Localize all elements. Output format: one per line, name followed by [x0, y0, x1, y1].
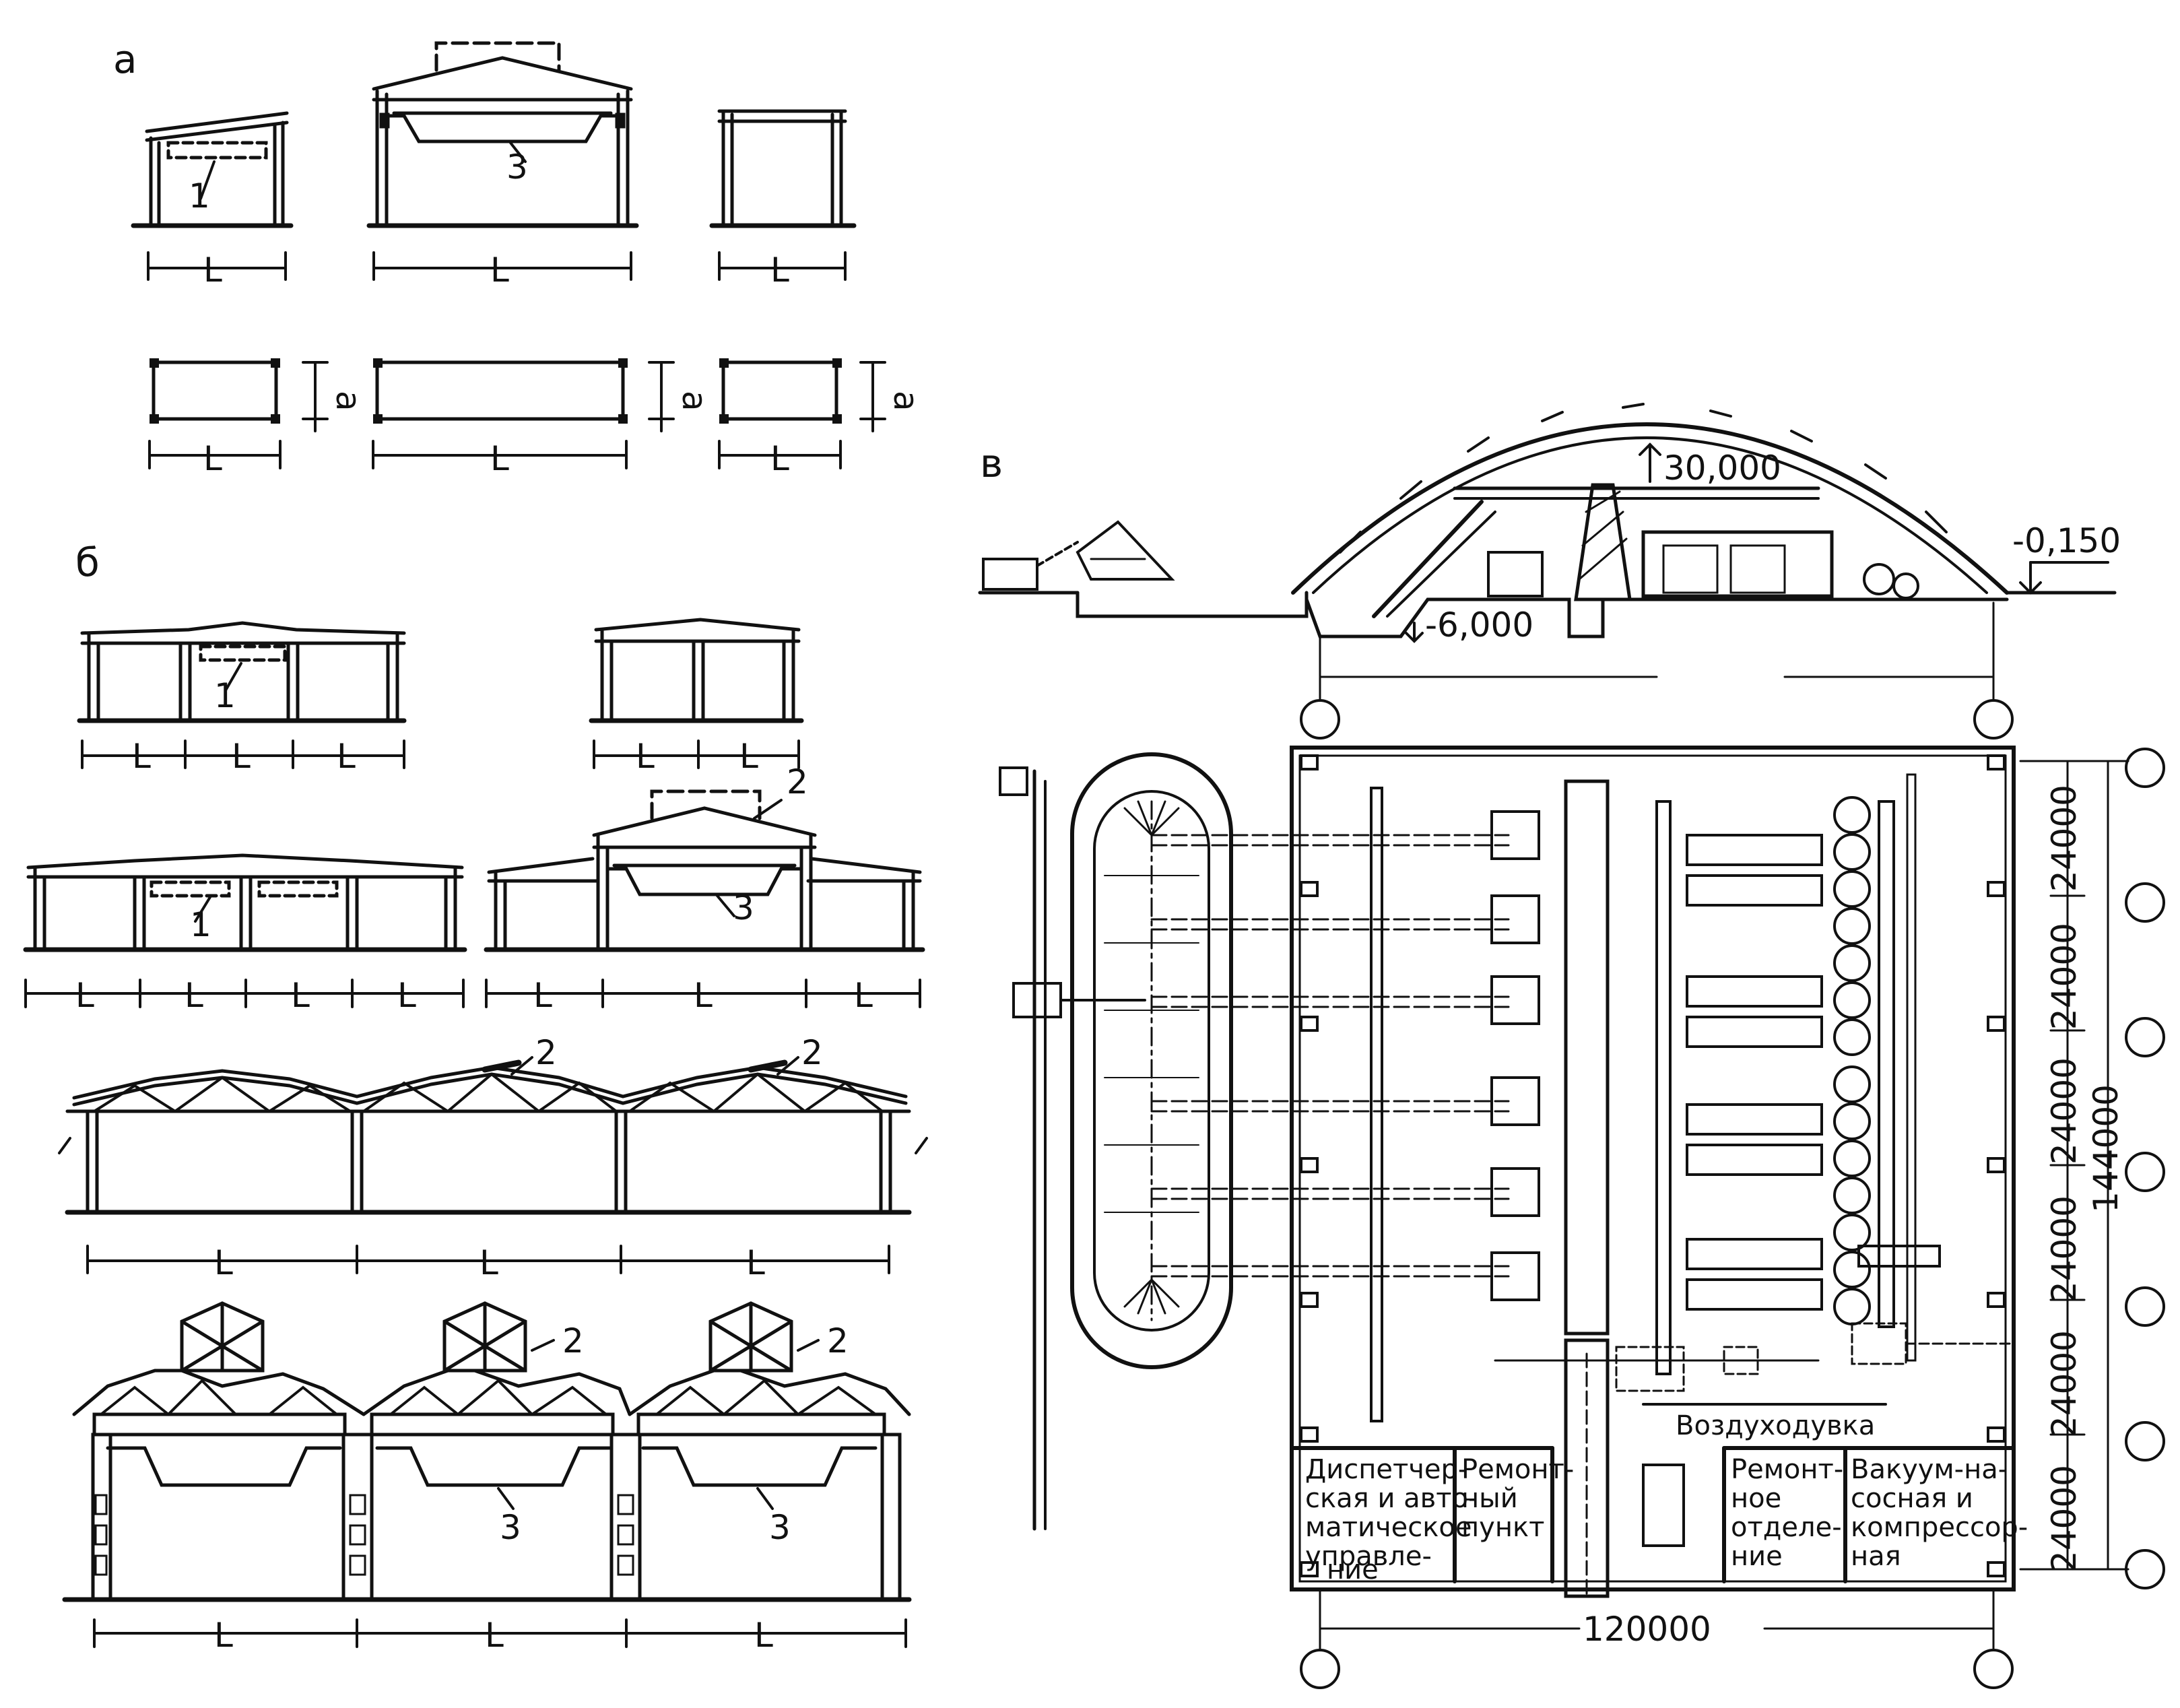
span-label: L: [214, 1616, 233, 1655]
panel-b-two-bay-frame: [589, 618, 804, 769]
axis-bubble: [1300, 699, 1340, 740]
room-repair-point: Ремонт- ный пункт: [1461, 1454, 1583, 1543]
span-label: L: [533, 976, 552, 1015]
span-label: L: [485, 1616, 504, 1655]
panel-a-sections: [131, 41, 857, 228]
bay-dimension: 24000: [2045, 1330, 2084, 1437]
panel-b-label: б: [75, 539, 100, 585]
panel-b-monitor-frame: [484, 789, 925, 1008]
callout-crane-1: 1: [214, 676, 236, 715]
span-label: L: [636, 737, 655, 776]
span-label: L: [480, 1243, 498, 1282]
room-vacuum: Вакуум-на- сосная и компрессор- ная: [1851, 1454, 2037, 1572]
span-label: L: [75, 976, 94, 1015]
span-label: L: [770, 251, 789, 290]
callout-crane-3: 3: [506, 147, 528, 187]
axis-bubble: [1300, 1649, 1340, 1689]
panel-a-span-dimensions: [147, 251, 847, 281]
span-label: L: [490, 439, 509, 478]
panel-b-monitor-crane-building: [62, 1301, 912, 1648]
span-label: L: [203, 439, 222, 478]
span-label: L: [291, 976, 310, 1015]
blower-label: Воздуходувка: [1676, 1410, 1875, 1441]
span-label: L: [694, 976, 713, 1015]
panel-a-label: а: [113, 36, 137, 82]
bay-dimension: 24000: [2045, 1465, 2084, 1572]
callout-crane-3: 3: [500, 1508, 521, 1547]
panel-b-sawtooth-truss-building: [58, 1056, 928, 1274]
callout-lantern-2: 2: [801, 1033, 823, 1072]
elevation-pit: -6,000: [1425, 605, 1533, 645]
panel-v-plan: [999, 746, 2165, 1689]
room-repair-dept: Ремонт- ное отделе- ние: [1731, 1454, 1852, 1572]
callout-crane-1: 1: [190, 905, 211, 944]
elevation-ground: -0,150: [2012, 521, 2121, 560]
plan-width-dimension: 120000: [1583, 1610, 1711, 1649]
panel-a-plans: [148, 358, 886, 469]
callout-lantern-2: 2: [535, 1033, 557, 1072]
bay-label: a: [675, 391, 714, 412]
span-label: L: [203, 251, 222, 290]
axis-bubble: [1973, 699, 2014, 740]
elevation-top: 30,000: [1663, 449, 1781, 488]
span-label: L: [739, 737, 758, 776]
panel-v-label: в: [980, 440, 1003, 486]
span-label: L: [185, 976, 203, 1015]
span-label: L: [746, 1243, 765, 1282]
span-label: L: [132, 737, 151, 776]
span-label: L: [397, 976, 416, 1015]
bay-label: a: [886, 391, 925, 412]
span-label: L: [214, 1243, 233, 1282]
span-label: L: [337, 737, 356, 776]
callout-crane-3: 3: [733, 888, 754, 927]
callout-crane-1: 1: [189, 176, 210, 216]
callout-lantern-2: 2: [827, 1321, 849, 1360]
span-label: L: [490, 251, 509, 290]
axis-bubble: [1973, 1649, 2014, 1689]
total-dimension: 144000: [2086, 1084, 2125, 1213]
callout-lantern-2: 2: [562, 1321, 584, 1360]
axis-bubbles-right: [2125, 748, 2165, 1589]
callout-lantern-2: 2: [787, 762, 808, 801]
bay-dimension: 24000: [2045, 923, 2084, 1030]
bay-label: a: [329, 391, 368, 412]
span-label: L: [232, 737, 251, 776]
callout-crane-3: 3: [769, 1508, 791, 1547]
panel-b-three-bay-frame: [77, 621, 407, 769]
bay-dimension: 24000: [2045, 1057, 2084, 1164]
span-label: L: [770, 439, 789, 478]
panel-b-four-bay-frame: [23, 853, 467, 1008]
room-control: Диспетчер- ская и авто- матическое управ…: [1305, 1454, 1486, 1585]
bay-dimension: 24000: [2045, 1195, 2084, 1303]
span-label: L: [854, 976, 873, 1015]
panel-v-section: [978, 403, 2117, 740]
bay-dimension: 24000: [2045, 785, 2084, 892]
span-label: L: [754, 1616, 773, 1655]
